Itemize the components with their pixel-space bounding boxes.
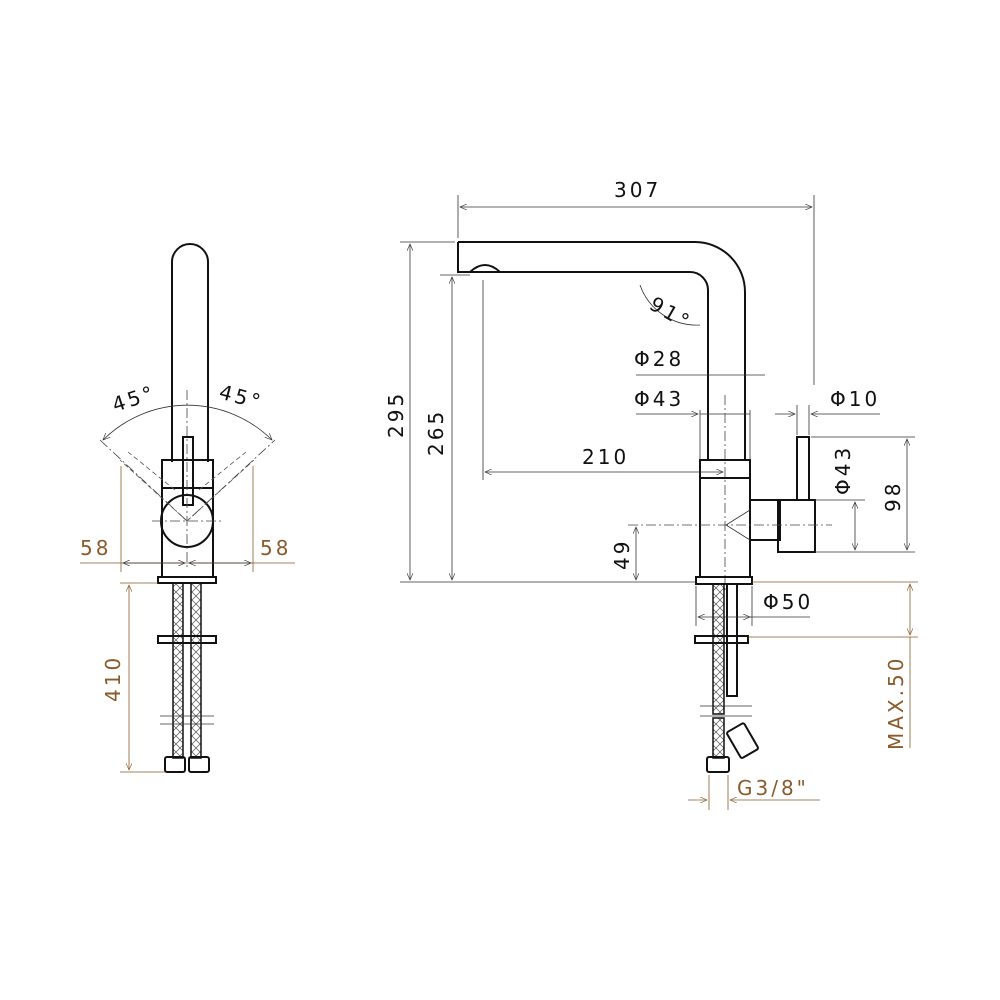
angle-right-label: 45° — [217, 380, 266, 415]
body-diameter-label: Φ43 — [634, 387, 684, 411]
reach-total-label: 307 — [614, 178, 661, 202]
front-body — [161, 459, 214, 578]
lever-diameter-label: Φ10 — [830, 387, 880, 411]
spout-height-label: 265 — [424, 409, 448, 456]
base-diameter-label: Φ50 — [763, 590, 813, 614]
width-left-label: 58 — [80, 536, 111, 560]
handle-center-height-label: 49 — [610, 539, 634, 570]
max-deck-thickness-label: MAX.50 — [884, 656, 908, 750]
side-base-plate — [695, 576, 753, 585]
side-handle — [777, 499, 816, 553]
side-angled-nut — [726, 722, 759, 759]
spout-diameter-label: Φ28 — [634, 347, 684, 371]
width-right-label: 58 — [260, 536, 291, 560]
thread-label: G3/8" — [737, 776, 809, 800]
aerator — [469, 264, 501, 273]
side-spout — [457, 241, 746, 460]
front-washer — [157, 635, 217, 644]
hose-length-label: 410 — [101, 655, 125, 702]
side-view: 91° 307 295 265 210 — [384, 178, 918, 810]
angle-arc — [103, 404, 272, 440]
front-view: 45° 45° 58 58 410 — [80, 243, 295, 773]
handle-diameter-label: Φ43 — [831, 445, 855, 495]
handle-height-label: 98 — [881, 481, 905, 512]
side-washer — [694, 635, 749, 644]
angle-left-label: 45° — [109, 380, 159, 417]
spout-angle-arc — [639, 284, 701, 326]
front-spout — [171, 243, 209, 462]
side-branch — [749, 499, 781, 541]
spout-angle-label: 91° — [646, 292, 696, 335]
spout-reach-label: 210 — [582, 445, 629, 469]
side-lever — [796, 436, 810, 501]
front-nut-right — [188, 756, 210, 773]
height-total-label: 295 — [384, 391, 408, 438]
front-base-plate — [157, 576, 217, 584]
front-nut-left — [164, 756, 186, 773]
side-nut — [706, 756, 730, 773]
